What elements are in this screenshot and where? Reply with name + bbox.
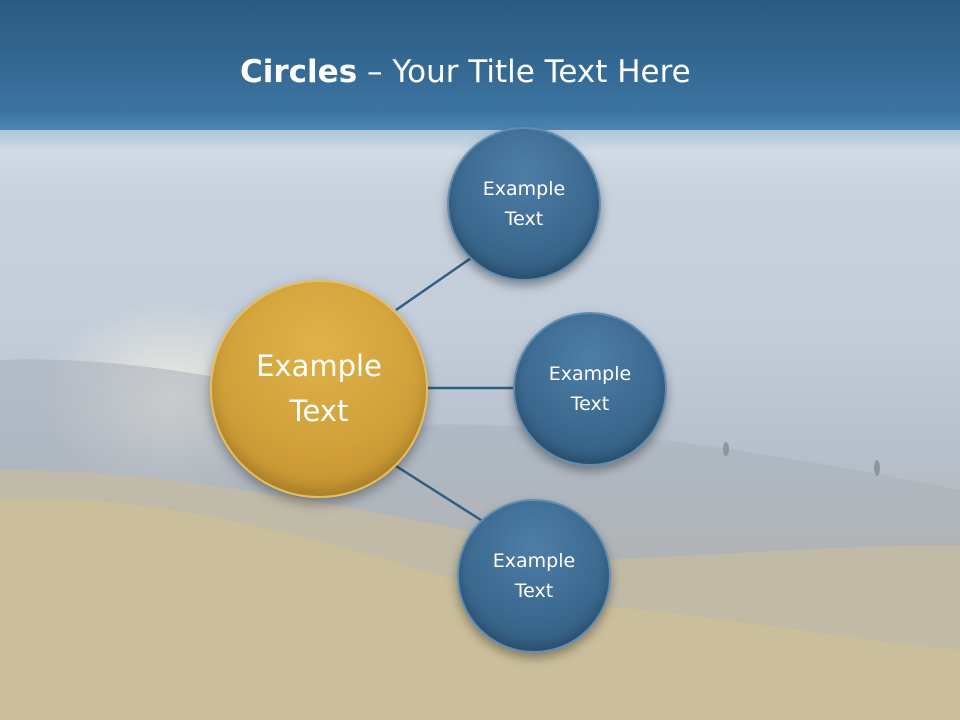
node-circle-bottom[interactable]: Example Text — [457, 499, 611, 653]
node-circle-label: Example Text — [492, 550, 576, 602]
tree — [874, 460, 880, 476]
tree — [723, 442, 729, 456]
center-circle[interactable]: Example Text — [210, 280, 428, 498]
title-bold: Circles — [240, 54, 358, 90]
header-band — [0, 0, 960, 130]
node-circle-label: Example Text — [548, 363, 632, 415]
connector-line-bottom — [395, 464, 485, 524]
node-circle-top[interactable]: Example Text — [447, 127, 601, 281]
title-rest: – Your Title Text Here — [357, 54, 691, 90]
slide-title: Circles – Your Title Text Here — [240, 54, 691, 90]
node-circle-label: Example Text — [482, 178, 566, 230]
center-circle-label: Example Text — [256, 349, 382, 428]
node-circle-middle[interactable]: Example Text — [513, 312, 667, 466]
connector-line-top — [395, 254, 475, 312]
